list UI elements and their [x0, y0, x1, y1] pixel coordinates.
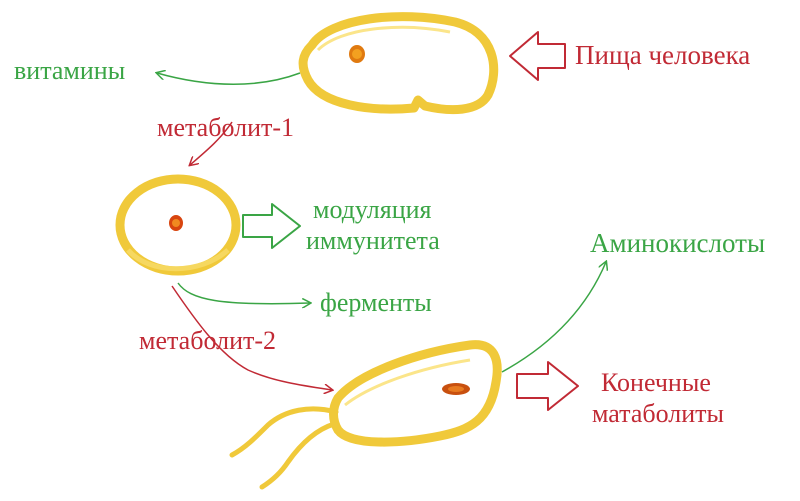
block-arrow-food [509, 31, 566, 81]
label-metabolite-2: метаболит-2 [139, 326, 277, 355]
cell-bottom [229, 340, 502, 490]
label-enzymes: ферменты [320, 288, 432, 317]
block-arrow-end-metabolites [516, 361, 579, 411]
arrow-metabolite-1 [190, 121, 233, 165]
flagellum-1 [229, 406, 339, 458]
label-vitamins: витамины [14, 56, 126, 85]
label-end-metabolites-2: матаболиты [592, 399, 724, 428]
label-amino-acids: Аминокислоты [590, 228, 766, 258]
cell-top [298, 12, 499, 115]
block-arrow-immunity [242, 203, 301, 249]
label-human-food: Пища человека [575, 40, 751, 70]
arrow-to-amino-acids [501, 262, 606, 373]
cell-middle [115, 174, 241, 276]
arrow-metabolite-2 [171, 285, 332, 390]
label-metabolite-1: метаболит-1 [157, 113, 295, 142]
arrow-to-vitamins [157, 73, 301, 85]
label-end-metabolites-1: Конечные [601, 368, 711, 397]
label-immune-modulation-1: модуляция [313, 195, 432, 224]
flagellum-2 [259, 421, 337, 490]
arrow-to-enzymes [177, 282, 310, 304]
label-immune-modulation-2: иммунитета [306, 226, 440, 255]
